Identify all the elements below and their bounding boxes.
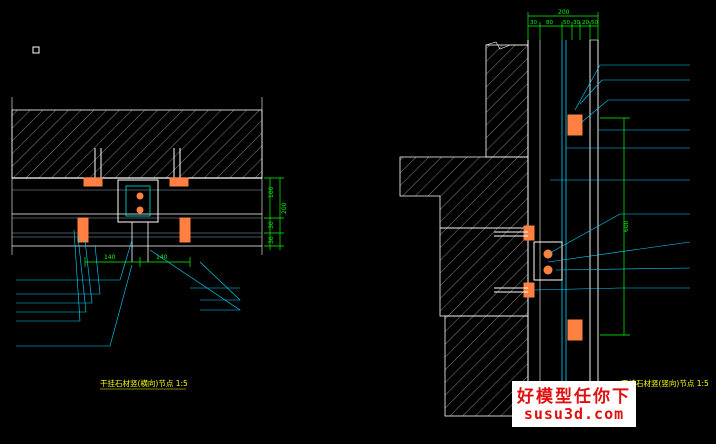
right-anchor-top bbox=[567, 114, 583, 136]
left-bracket-top-right bbox=[169, 177, 189, 187]
left-bracket-mid-right bbox=[179, 217, 191, 243]
left-dim-bottom-2: 140 bbox=[156, 254, 168, 261]
right-dim-top-1: 30 bbox=[530, 20, 537, 26]
left-dim-right-1: 100 bbox=[268, 186, 275, 198]
watermark-url: susu3d.com bbox=[523, 405, 625, 423]
left-bracket-top-left bbox=[83, 177, 103, 187]
right-connection-plate bbox=[533, 241, 563, 281]
right-bracket-lower bbox=[523, 282, 535, 298]
right-dim-top-2: 80 bbox=[546, 20, 553, 26]
watermark-slogan: 好模型任你下 bbox=[517, 387, 631, 407]
right-dim-vertical: 600 bbox=[623, 220, 630, 232]
right-anchor-bottom bbox=[567, 319, 583, 341]
left-dim-right-2: 200 bbox=[281, 202, 288, 214]
left-dim-bottom-1: 140 bbox=[104, 254, 116, 261]
right-dim-top-6: 50 bbox=[591, 20, 598, 26]
left-steel-channel bbox=[117, 179, 159, 223]
right-dim-top-5: 20 bbox=[582, 20, 589, 26]
left-dim-right-4: 30 bbox=[268, 236, 275, 244]
left-detail: 100 200 30 30 140 140 bbox=[11, 97, 288, 390]
right-detail-title: 干挂石材竖(竖向)节点 1:5 bbox=[621, 378, 709, 388]
right-dim-top-total: 200 bbox=[558, 9, 570, 16]
right-dim-top-3: 50 bbox=[563, 20, 570, 26]
ucs-marker bbox=[32, 46, 40, 54]
right-wall-upper bbox=[485, 44, 529, 158]
left-bracket-mid-left bbox=[77, 217, 89, 243]
left-concrete-wall bbox=[11, 109, 263, 179]
left-detail-title: 干挂石材竖(横向)节点 1:5 bbox=[100, 378, 188, 388]
right-beam bbox=[439, 227, 529, 317]
right-dim-top-4: 30 bbox=[573, 20, 580, 26]
left-dim-right-3: 30 bbox=[268, 221, 275, 229]
watermark-badge: 好模型任你下 susu3d.com bbox=[512, 381, 636, 427]
right-detail: 200 30 80 50 30 20 50 600 干挂石材竖(竖向)节点 1:… bbox=[399, 9, 709, 421]
right-bracket-upper bbox=[523, 225, 535, 241]
right-floor-slab bbox=[399, 156, 529, 229]
